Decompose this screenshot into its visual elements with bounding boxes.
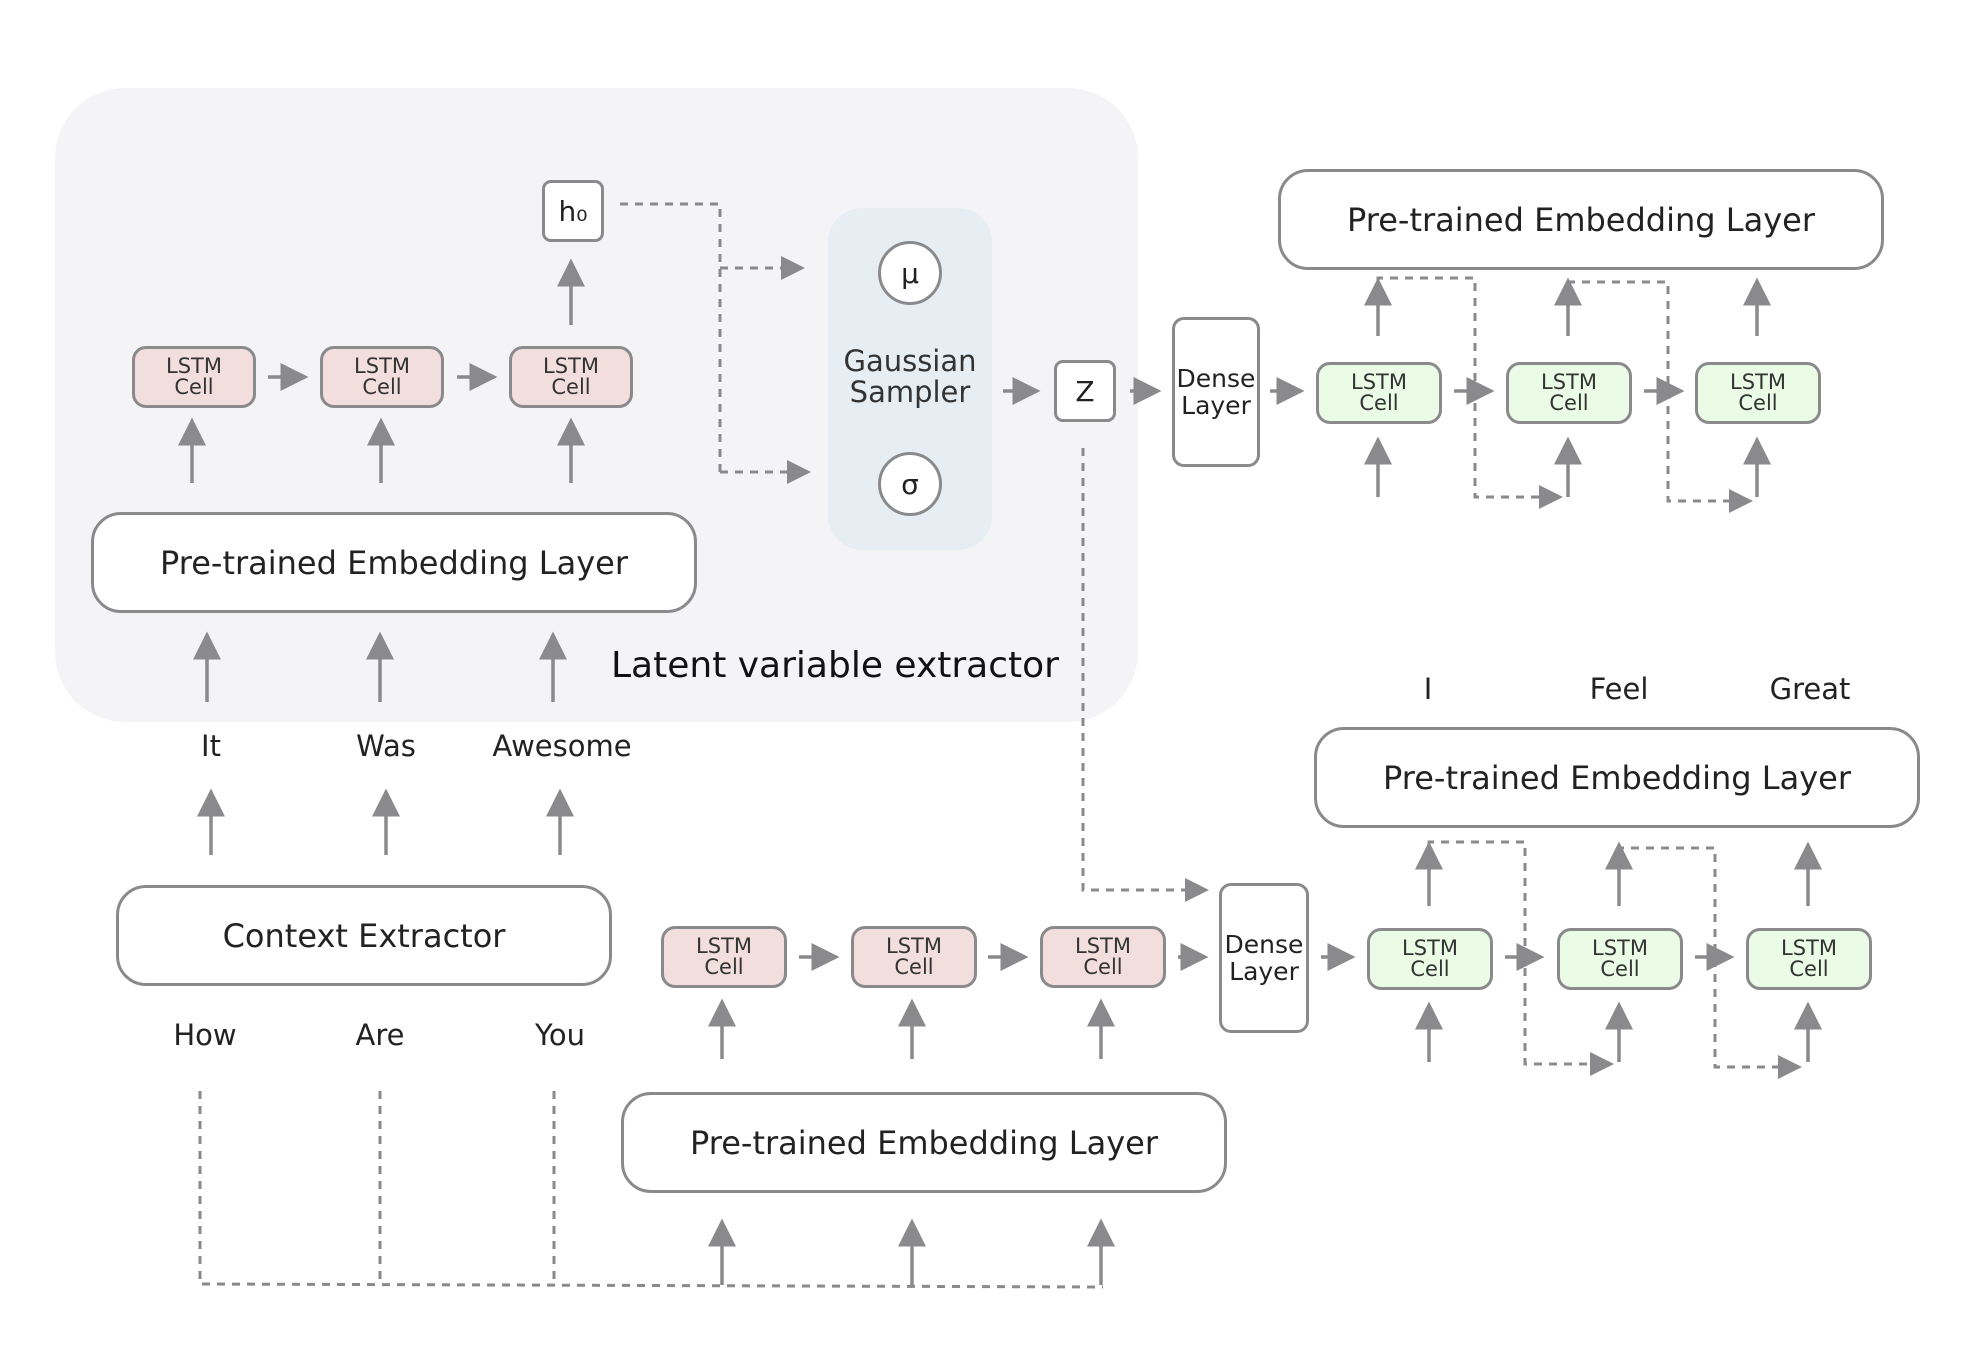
latent-lstm-cell-1: LSTM Cell bbox=[132, 346, 256, 408]
lower-lstm-cell-3: LSTM Cell bbox=[1746, 928, 1872, 990]
encoder-lstm-cell-1: LSTM Cell bbox=[661, 926, 787, 988]
dashed-connector-9 bbox=[1566, 280, 1753, 513]
output-word-2: Feel bbox=[1589, 672, 1649, 706]
encoder-lstm-cell-3: LSTM Cell bbox=[1040, 926, 1166, 988]
gaussian-sampler-label: Gaussian Sampler bbox=[843, 344, 977, 409]
latent-word-2: Was bbox=[356, 729, 416, 763]
z-node: Z bbox=[1054, 360, 1116, 422]
region-title: Latent variable extractor bbox=[611, 645, 1059, 686]
upper-output-embedding-layer: Pre-trained Embedding Layer bbox=[1278, 169, 1884, 270]
dashed-connector-11 bbox=[1617, 845, 1802, 1079]
encoder-lstm-cell-2: LSTM Cell bbox=[851, 926, 977, 988]
sigma-node: σ bbox=[878, 452, 942, 516]
encoder-embedding-layer: Pre-trained Embedding Layer bbox=[621, 1092, 1227, 1193]
lower-dense-layer: Dense Layer bbox=[1219, 883, 1309, 1033]
dashed-connector-10 bbox=[1427, 840, 1614, 1076]
latent-word-3: Awesome bbox=[492, 729, 632, 763]
mu-node: μ bbox=[878, 241, 942, 305]
context-word-2: Are bbox=[355, 1018, 405, 1052]
output-word-3: Great bbox=[1769, 672, 1851, 706]
latent-embedding-layer: Pre-trained Embedding Layer bbox=[91, 512, 697, 613]
latent-lstm-cell-3: LSTM Cell bbox=[509, 346, 633, 408]
upper-lstm-cell-3: LSTM Cell bbox=[1695, 362, 1821, 424]
h0-state: h₀ bbox=[542, 180, 604, 242]
context-word-3: You bbox=[535, 1018, 585, 1052]
upper-lstm-cell-1: LSTM Cell bbox=[1316, 362, 1442, 424]
dashed-connector-4 bbox=[1081, 448, 1209, 902]
upper-dense-layer: Dense Layer bbox=[1172, 317, 1260, 467]
upper-lstm-cell-2: LSTM Cell bbox=[1506, 362, 1632, 424]
context-word-1: How bbox=[173, 1018, 237, 1052]
dashed-connector-5 bbox=[198, 1091, 1104, 1289]
context-extractor: Context Extractor bbox=[116, 885, 612, 986]
output-word-1: I bbox=[1423, 672, 1433, 706]
lower-lstm-cell-2: LSTM Cell bbox=[1557, 928, 1683, 990]
dashed-connector-8 bbox=[1376, 276, 1563, 509]
lower-output-embedding-layer: Pre-trained Embedding Layer bbox=[1314, 727, 1920, 828]
latent-lstm-cell-2: LSTM Cell bbox=[320, 346, 444, 408]
lower-lstm-cell-1: LSTM Cell bbox=[1367, 928, 1493, 990]
latent-word-1: It bbox=[201, 729, 221, 763]
dashed-connector-1 bbox=[620, 202, 722, 472]
